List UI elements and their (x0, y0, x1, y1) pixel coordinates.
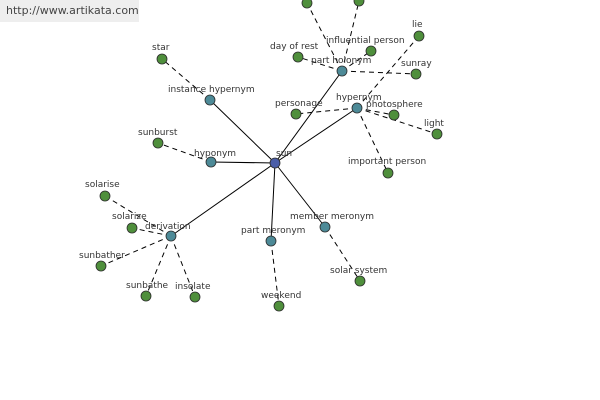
label-star[interactable]: star (152, 43, 170, 53)
edge-part_holonym-to-top_a (306, 2, 343, 72)
site-url-text[interactable]: http://www.artikata.com (6, 4, 139, 17)
label-part-meronym[interactable]: part meronym (241, 226, 305, 236)
label-sunburst[interactable]: sunburst (138, 128, 178, 138)
edge-part_meronym-to-weekend (270, 240, 280, 307)
label-important-person[interactable]: important person (348, 157, 426, 167)
label-instance-hypernym[interactable]: instance hypernym (168, 85, 255, 95)
node-sunray[interactable] (410, 68, 422, 80)
node-day-of-rest[interactable] (292, 51, 304, 63)
label-hyponym[interactable]: hyponym (194, 149, 236, 159)
node-lie[interactable] (413, 30, 425, 42)
label-solar-system[interactable]: solar system (330, 266, 387, 276)
label-derivation[interactable]: derivation (145, 222, 191, 232)
edge-instance_hypernym-to-star (161, 58, 211, 101)
node-sunburst[interactable] (152, 137, 164, 149)
node-derivation[interactable] (165, 230, 177, 242)
label-lie[interactable]: lie (412, 20, 423, 30)
edge-derivation-to-sunbather (100, 235, 172, 267)
label-day-of-rest[interactable]: day of rest (270, 42, 319, 52)
edge-hypernym-to-personage (295, 107, 358, 115)
edge-sun-to-hyponym (210, 161, 276, 164)
label-member-meronym[interactable]: member meronym (290, 212, 374, 222)
label-sun[interactable]: sun (276, 149, 292, 159)
label-sunray[interactable]: sunray (401, 59, 432, 69)
nodes-layer (95, 0, 443, 312)
edge-derivation-to-insolate (170, 235, 196, 298)
node-photosphere[interactable] (388, 109, 400, 121)
node-top-b[interactable] (353, 0, 365, 7)
node-hypernym[interactable] (351, 102, 363, 114)
label-photosphere[interactable]: photosphere (366, 100, 423, 110)
node-hyponym[interactable] (205, 156, 217, 168)
edge-sun-to-member_meronym (274, 162, 326, 228)
node-sunbathe[interactable] (140, 290, 152, 302)
label-part-holonym[interactable]: part holonym (311, 56, 371, 66)
node-solarise[interactable] (99, 190, 111, 202)
edge-part_holonym-to-day_of_rest (297, 56, 343, 72)
edge-hyponym-to-sunburst (157, 142, 212, 163)
edge-hypernym-to-photosphere (356, 107, 395, 116)
node-instance-hypernym[interactable] (204, 94, 216, 106)
edge-sun-to-part_meronym (270, 162, 276, 242)
node-insolate[interactable] (189, 291, 201, 303)
node-top-a[interactable] (301, 0, 313, 9)
node-member-meronym[interactable] (319, 221, 331, 233)
edge-sun-to-derivation (170, 162, 276, 237)
edge-hypernym-to-lie (356, 35, 420, 109)
edge-member_meronym-to-solar_system (324, 226, 361, 282)
node-light[interactable] (431, 128, 443, 140)
node-important-person[interactable] (382, 167, 394, 179)
label-weekend[interactable]: weekend (261, 291, 301, 301)
label-light[interactable]: light (424, 119, 444, 129)
edge-derivation-to-sunbathe (145, 235, 172, 297)
node-star[interactable] (156, 53, 168, 65)
labels-layer: sun instance hypernym hyponym derivation par… (79, 20, 444, 301)
node-sunbather[interactable] (95, 260, 107, 272)
label-sunbather[interactable]: sunbather (79, 251, 125, 261)
edges-layer (100, 0, 438, 307)
label-personage[interactable]: personage (275, 99, 323, 109)
edge-hypernym-to-important_person (356, 107, 389, 174)
node-personage[interactable] (290, 108, 302, 120)
node-influential-person[interactable] (365, 45, 377, 57)
node-part-holonym[interactable] (336, 65, 348, 77)
label-solarize[interactable]: solarize (112, 212, 147, 222)
edge-part_holonym-to-top_b (341, 0, 360, 72)
edge-part_holonym-to-sunray (341, 70, 417, 75)
node-part-meronym[interactable] (265, 235, 277, 247)
label-solarise[interactable]: solarise (85, 180, 120, 190)
edge-sun-to-hypernym (274, 107, 358, 164)
edge-sun-to-instance_hypernym (209, 99, 276, 164)
node-solar-system[interactable] (354, 275, 366, 287)
label-hypernym[interactable]: hypernym (336, 93, 382, 103)
edge-derivation-to-solarise (104, 195, 172, 237)
edge-sun-to-part_holonym (274, 70, 343, 164)
label-insolate[interactable]: insolate (175, 282, 211, 292)
node-weekend[interactable] (273, 300, 285, 312)
edge-part_holonym-to-influential_person (341, 50, 372, 72)
edge-derivation-to-solarize (131, 227, 172, 237)
node-solarize[interactable] (126, 222, 138, 234)
label-influential-person[interactable]: influential person (326, 36, 405, 46)
site-url-banner[interactable]: http://www.artikata.com (0, 0, 139, 22)
node-sun[interactable] (269, 157, 281, 169)
label-sunbathe[interactable]: sunbathe (126, 281, 169, 291)
